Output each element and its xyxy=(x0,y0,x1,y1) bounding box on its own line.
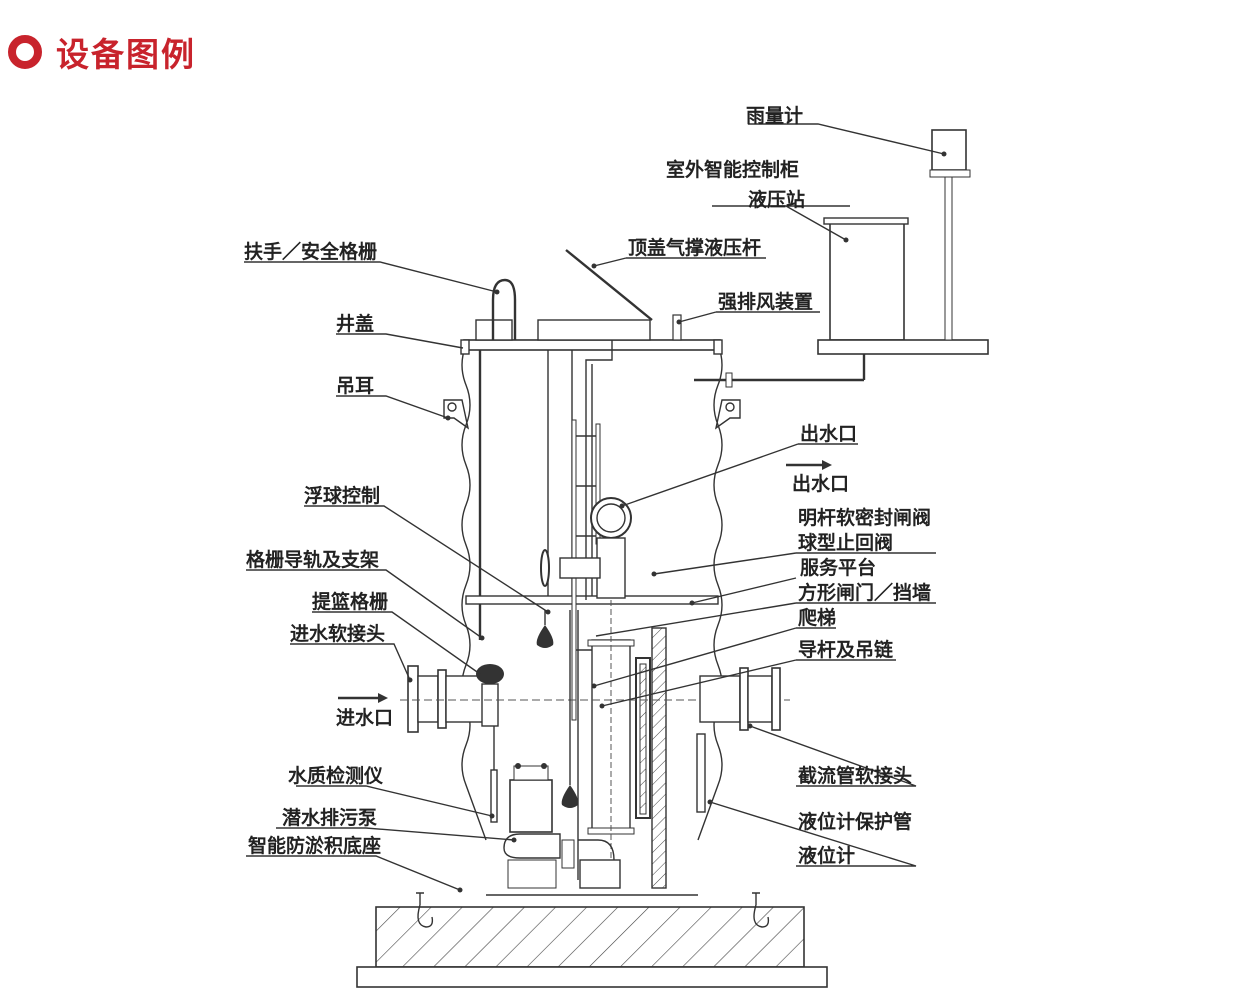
label-well-cover: 井盖 xyxy=(336,312,374,335)
label-square-gate: 方形闸门／挡墙 xyxy=(798,581,931,604)
label-rain-gauge: 雨量计 xyxy=(746,105,803,127)
external-equipment xyxy=(694,129,989,470)
label-level-protect: 液位计保护管 xyxy=(798,810,912,833)
label-cover-strut: 顶盖气撑液压杆 xyxy=(628,236,761,259)
label-gate-valve: 明杆软密封闸阀 xyxy=(798,506,931,529)
label-grid-rail: 格栅导轨及支架 xyxy=(246,548,379,571)
label-basket-grid: 提篮格栅 xyxy=(312,590,388,613)
label-level-gauge: 液位计 xyxy=(798,844,855,867)
top-fittings xyxy=(475,249,682,600)
label-outlet: 出水口 xyxy=(800,422,857,445)
label-water-quality: 水质检测仪 xyxy=(288,764,384,787)
label-inlet-arrow: 进水口 xyxy=(336,707,393,729)
label-interception-joint: 截流管软接头 xyxy=(798,764,912,787)
label-inlet-joint: 进水软接头 xyxy=(290,622,385,645)
label-check-valve: 球型止回阀 xyxy=(798,531,893,554)
label-exhaust: 强排风装置 xyxy=(718,290,813,313)
circle-bullet-icon xyxy=(8,35,42,69)
lifting-lug xyxy=(443,399,741,430)
label-handrail: 扶手／安全格栅 xyxy=(244,240,377,263)
outlet-valve-assembly xyxy=(540,497,632,599)
label-outlet-arrow: 出水口 xyxy=(792,472,849,495)
inlet-pipe xyxy=(338,664,790,733)
leader-lines xyxy=(244,123,947,893)
rising-main xyxy=(577,600,635,889)
label-service-platform: 服务平台 xyxy=(800,556,876,579)
label-ladder: 爬梯 xyxy=(797,606,836,629)
interception-pipe xyxy=(696,667,781,813)
label-float-control: 浮球控制 xyxy=(304,484,380,507)
label-anti-silt-base: 智能防淤积底座 xyxy=(248,834,381,857)
float-balls xyxy=(490,610,579,823)
concrete-foundation xyxy=(356,892,828,988)
label-control-cabinet: 室外智能控制柜 xyxy=(666,158,799,181)
label-hydraulic-station: 液压站 xyxy=(748,188,805,211)
section-title: 设备图例 xyxy=(56,35,196,74)
label-sewage-pump: 潜水排污泵 xyxy=(282,806,377,829)
label-guide-rod: 导杆及吊链 xyxy=(798,638,893,661)
label-lifting-lug: 吊耳 xyxy=(336,375,374,397)
section-header: 设备图例 xyxy=(8,30,196,74)
submersible-pump xyxy=(503,763,575,889)
